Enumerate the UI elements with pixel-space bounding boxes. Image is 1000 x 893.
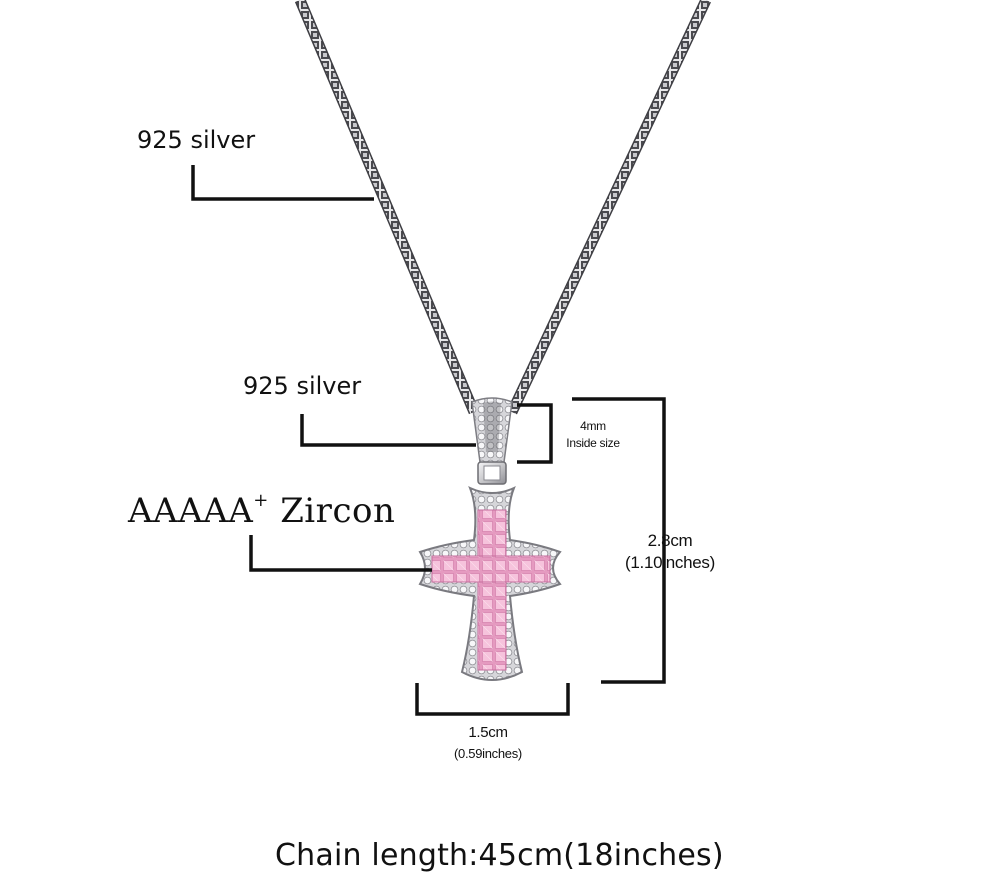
zircon-label: AAAAA+ Zircon — [128, 489, 396, 531]
width-inches: (0.59inches) — [454, 746, 522, 761]
width-label: 1.5cm (0.59inches) — [432, 722, 544, 764]
bail-callout-line — [300, 414, 476, 447]
callout-lines — [191, 165, 666, 716]
chain-length-label: Chain length:45cm(18inches) — [275, 838, 724, 873]
bail-material-label: 925 silver — [243, 372, 362, 400]
bail-size-bracket — [517, 403, 553, 464]
height-bracket — [572, 397, 666, 684]
chain-callout-line — [191, 165, 374, 201]
bail — [471, 397, 513, 485]
chain — [294, 0, 711, 415]
zircon-word: Zircon — [280, 491, 396, 531]
width-cm: 1.5cm — [468, 724, 508, 741]
bail-size-label: 4mm Inside size — [555, 418, 631, 452]
width-bracket — [415, 683, 570, 716]
zircon-grade: AAAAA — [128, 491, 254, 531]
cross-pendant — [418, 486, 562, 681]
height-label: 2.8cm (1.10inches) — [606, 530, 734, 574]
zircon-grade-plus: + — [253, 489, 269, 511]
bail-size-value: 4mm — [580, 419, 606, 433]
height-cm: 2.8cm — [647, 531, 693, 550]
bail-size-note: Inside size — [566, 436, 620, 450]
height-inches: (1.10inches) — [625, 553, 715, 572]
zircon-callout-line — [249, 535, 432, 572]
chain-material-label: 925 silver — [137, 126, 256, 154]
